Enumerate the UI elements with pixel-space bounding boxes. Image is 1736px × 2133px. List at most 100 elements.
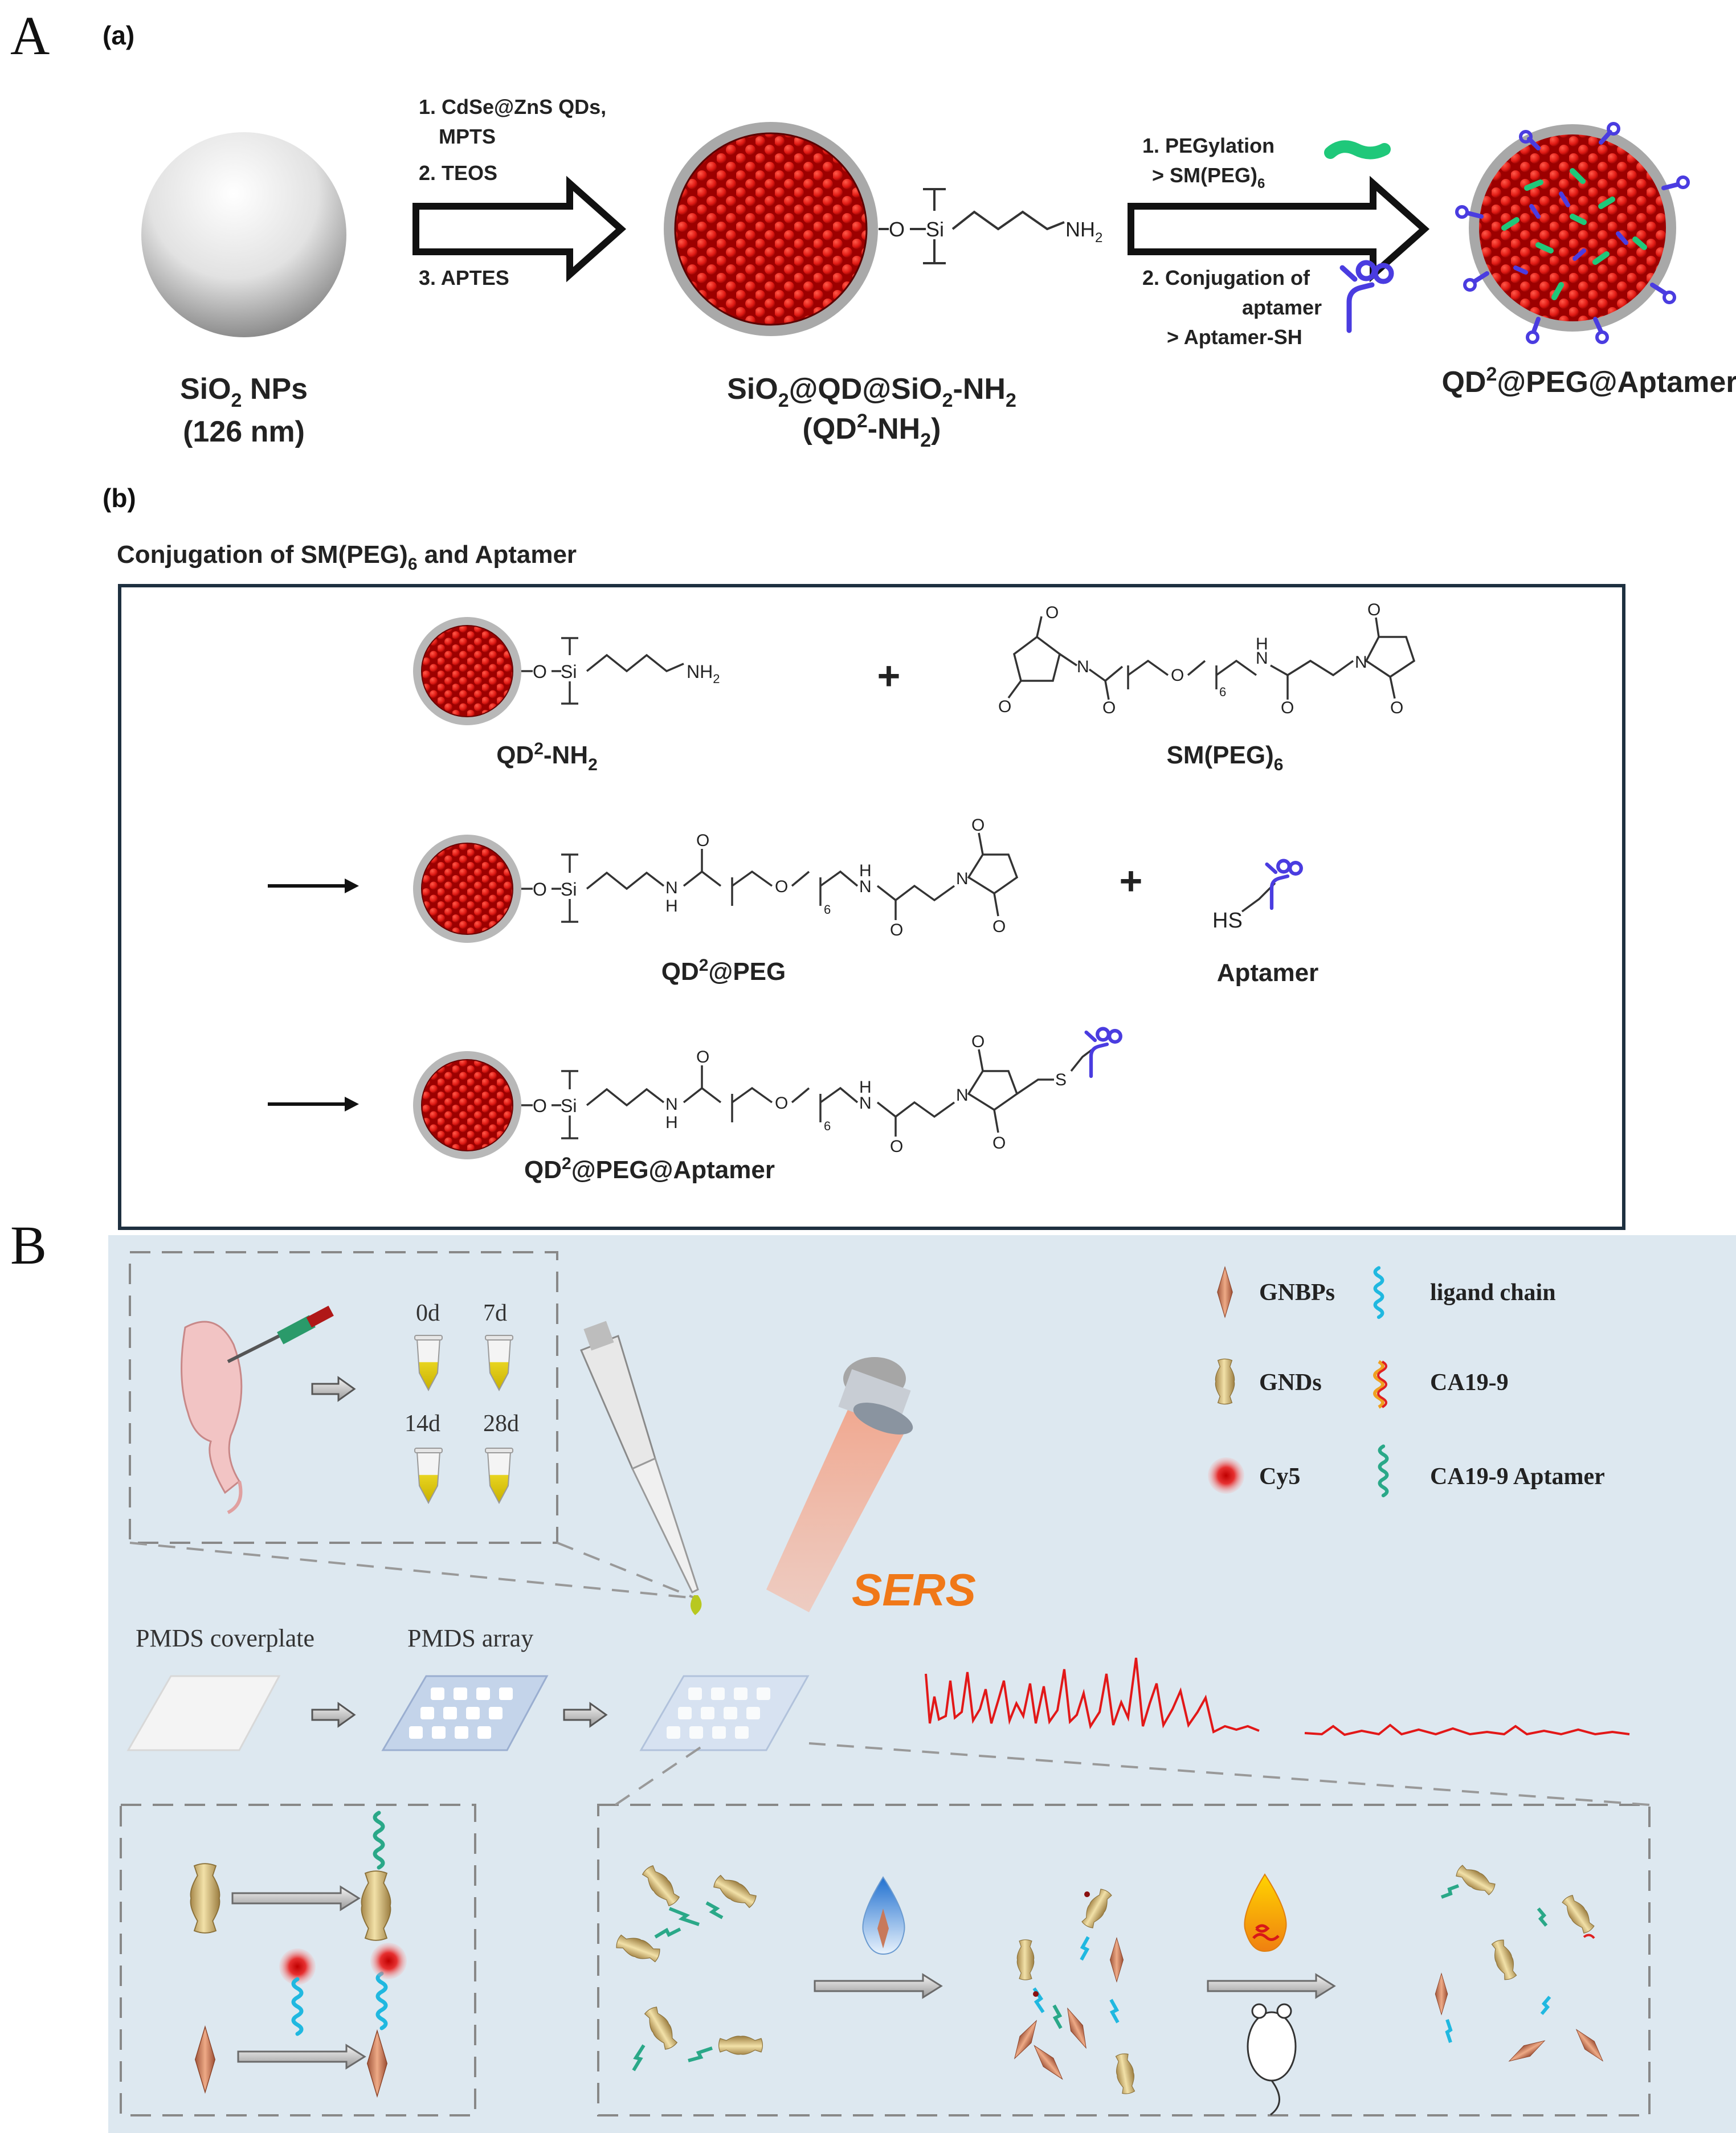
day-label-28: 28d [483, 1411, 519, 1437]
sers-spectrum-weak [1304, 1723, 1630, 1736]
conjugation-heading: Conjugation of SM(PEG)6 and Aptamer [117, 541, 577, 574]
row3-n3: N [956, 1086, 969, 1105]
row2-o4: O [971, 816, 985, 835]
step1-line4: 3. APTES [419, 266, 509, 289]
qd2-particle-row2 [412, 834, 522, 943]
aptamer-icon-a [1342, 263, 1391, 330]
legend-ca199: CA19-9 [1430, 1370, 1509, 1396]
day-label-7: 7d [483, 1300, 507, 1326]
pmds-array-icon [381, 1675, 549, 1751]
step2-line1: 1. PEGylation [1142, 134, 1275, 157]
smpeg-h: H [1256, 635, 1268, 653]
row2-h2: H [859, 861, 872, 880]
lead-line-1 [129, 1542, 696, 1599]
sample-chip-icon [639, 1675, 810, 1751]
row3-o5: O [992, 1134, 1006, 1153]
hs-label: HS [1212, 909, 1243, 933]
qd2-peg-aptamer-label: QD2@PEG@Aptamer [524, 1154, 775, 1184]
row1-nh2: NH2 [687, 661, 720, 686]
row3-sub6: 6 [824, 1119, 831, 1133]
laser-head-icon [766, 1357, 913, 1612]
injection-box [129, 1251, 558, 1544]
peg-chain-icon [1324, 140, 1391, 160]
legend-cy5-icon [1208, 1457, 1244, 1494]
amine-linker-a [879, 188, 1065, 264]
functionalization-box [120, 1804, 476, 2116]
row3-h2: H [859, 1078, 872, 1097]
released-cluster [1435, 1862, 1608, 2067]
qd2-nanoparticle [664, 122, 878, 336]
qd-short-label: (QD2-NH2) [803, 410, 941, 451]
assembled-cluster [1008, 1886, 1138, 2095]
row3-o: O [533, 1096, 547, 1116]
smpeg-n2: N [1256, 649, 1268, 668]
qd-peg-aptamer-particle [1455, 122, 1690, 344]
legend-gnds: GNDs [1259, 1370, 1322, 1396]
amine-linker-row1 [521, 637, 684, 705]
silica-size-label: (126 nm) [183, 415, 305, 448]
smpeg-o5: O [1281, 698, 1294, 717]
row3-arrow-head [345, 1097, 359, 1112]
serum-droplet-icon [1244, 1873, 1287, 1952]
peg-linker-row2 [521, 832, 1019, 923]
gnd-aptamer-cluster [614, 1862, 763, 2071]
lead-line-2 [557, 1542, 696, 1599]
legend-ca199-icon-2 [1377, 1360, 1387, 1408]
pipette-icon [580, 1321, 702, 1615]
step2-line4: aptamer [1242, 296, 1322, 319]
step2-line3: 2. Conjugation of [1142, 266, 1310, 289]
smpeg-o1: O [1045, 603, 1059, 622]
legend-cy5: Cy5 [1259, 1464, 1300, 1490]
aptamer-structure-icon-row3 [1086, 1029, 1121, 1076]
reaction-arrow-1 [412, 175, 627, 283]
plus-row1: + [877, 653, 901, 698]
row2-arrow-head [345, 878, 359, 893]
conjugation-box [118, 584, 1625, 1230]
cy5-free-icon [279, 1948, 316, 1985]
smpeg-o6: O [1367, 600, 1380, 619]
row3-n1: N [665, 1095, 678, 1114]
smpeg-o3: O [1102, 698, 1116, 717]
sers-label: SERS [852, 1564, 976, 1615]
row3-o3: O [890, 1137, 903, 1156]
silica-label: SiO2 NPs [180, 373, 308, 411]
row3-o4: O [971, 1032, 985, 1051]
row3-si: Si [561, 1096, 577, 1116]
linker-si-a: Si [926, 218, 944, 241]
step1-line1: 1. CdSe@ZnS QDs, [419, 95, 606, 118]
smpeg-o2: O [998, 697, 1011, 716]
qd2-particle-row1 [412, 616, 522, 726]
step1-line3: 2. TEOS [419, 161, 497, 185]
row2-o2: O [775, 877, 788, 896]
mouse-injected-icon [181, 1305, 334, 1514]
row3-o2: O [775, 1094, 788, 1113]
final-product-label: QD2@PEG@Aptamer [1441, 363, 1736, 399]
legend-gnbps: GNBPs [1259, 1280, 1335, 1306]
panel-letter-b: B [10, 1215, 47, 1276]
step2-line2: > SM(PEG)6 [1152, 164, 1265, 191]
row1-si: Si [561, 661, 577, 682]
reaction-arrow-2 [1128, 175, 1430, 283]
legend: GNBPs ligand chain GNDs CA19-9 Cy5 CA19-… [1208, 1267, 1605, 1495]
legend-aptamer: CA19-9 Aptamer [1430, 1464, 1605, 1490]
row1-o: O [533, 661, 547, 682]
mouse-outline-icon [1247, 2003, 1297, 2116]
smpeg-o7: O [1390, 698, 1403, 717]
row3-o1: O [696, 1048, 709, 1066]
lead-line-3 [614, 1742, 708, 1806]
plus-row2: + [1120, 859, 1143, 903]
step1-line2: MPTS [439, 125, 496, 148]
day-label-14: 14d [405, 1411, 440, 1437]
panel-letter-a: A [10, 5, 50, 66]
silica-nanoparticle [141, 132, 346, 337]
sample-droplet-icon [862, 1876, 905, 1955]
row2-o5: O [992, 917, 1006, 936]
row2-sub6: 6 [824, 902, 831, 917]
row2-n1: N [665, 878, 678, 897]
step2-line5: > Aptamer-SH [1167, 325, 1302, 349]
row2-n3: N [956, 869, 969, 888]
cy5-attached-icon [370, 1943, 407, 1979]
row2-si: Si [561, 879, 577, 900]
legend-ca199-icon [1373, 1360, 1384, 1409]
row3-n2: N [859, 1094, 872, 1113]
